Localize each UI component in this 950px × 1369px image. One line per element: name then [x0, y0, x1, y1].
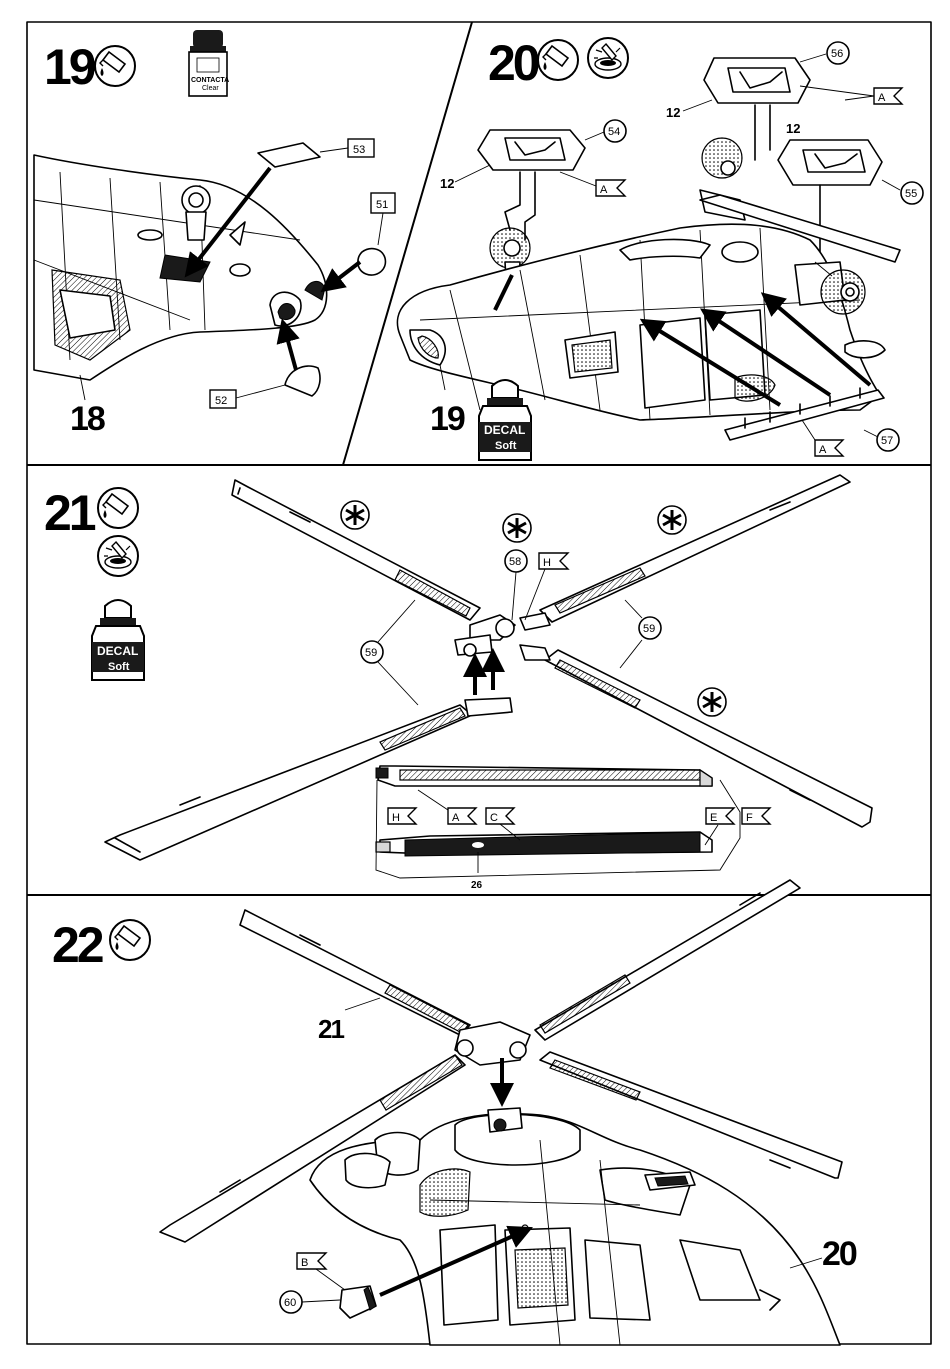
svg-text:C: C [490, 812, 498, 824]
assembly-label-18: 18 [70, 400, 105, 438]
bracket-54 [478, 130, 585, 170]
step-19-panel: 19 CONTACTA Clear [34, 30, 395, 438]
glue-icon [95, 46, 135, 86]
blade-detail-lower [376, 832, 712, 856]
decal-soft-20-line1: DECAL [484, 423, 525, 437]
decal-flag-H: H [539, 553, 568, 569]
assembly-label-20: 20 [822, 1235, 857, 1273]
decal-flag-B: B [297, 1253, 326, 1269]
fuselage-20 [397, 195, 900, 420]
decal-flag-A-3: A [815, 440, 843, 456]
callout-59a: 59 [365, 647, 377, 659]
decal-soft-20-line2: Soft [495, 440, 517, 452]
blade-ref-26: 26 [471, 880, 483, 891]
decal-flag-A-2: A [874, 88, 902, 104]
part-53 [258, 143, 320, 167]
rotor-hub-58 [455, 613, 550, 716]
callout-56: 56 [831, 48, 843, 60]
callout-51: 51 [376, 199, 388, 211]
rotor-blade-lower-right [545, 650, 872, 827]
svg-text:B: B [301, 1257, 308, 1269]
decal-soft-21-line1: DECAL [97, 644, 138, 658]
callout-57: 57 [881, 435, 893, 447]
divider-diagonal [343, 22, 472, 465]
paint-icon-21 [98, 536, 138, 576]
assembly-label-19: 19 [430, 400, 465, 438]
svg-text:H: H [543, 557, 551, 569]
decal-soft-21-line2: Soft [108, 661, 130, 673]
svg-text:F: F [746, 812, 753, 824]
svg-text:A: A [600, 184, 608, 196]
glue-icon-22 [110, 920, 150, 960]
callout-58: 58 [509, 556, 521, 568]
blade-flags-upper: H A E [388, 808, 734, 824]
bracket-55 [778, 140, 882, 185]
svg-text:A: A [452, 812, 460, 824]
callout-60: 60 [284, 1297, 296, 1309]
step-21-panel: 21 DECAL Soft [44, 475, 872, 891]
step-20-number: 20 [488, 35, 539, 91]
callout-53: 53 [353, 144, 365, 156]
step-22-panel: 22 21 [52, 880, 857, 1345]
callout-55: 55 [905, 188, 917, 200]
step-20-panel: 20 54 12 A [397, 35, 923, 460]
part-51 [358, 249, 386, 275]
glue-icon-21 [98, 488, 138, 528]
ref-12-c: 12 [786, 121, 800, 136]
ref-12-a: 12 [440, 176, 454, 191]
assembly-label-21: 21 [318, 1014, 344, 1044]
svg-text:A: A [819, 444, 827, 456]
glue-icon-20 [538, 40, 578, 80]
callout-59b: 59 [643, 623, 655, 635]
svg-text:E: E [710, 812, 717, 824]
svg-text:A: A [878, 92, 886, 104]
callout-54: 54 [608, 126, 620, 138]
glue-brand-label: CONTACTA [191, 77, 229, 84]
blade-detail-upper [376, 766, 712, 786]
step-22-number: 22 [52, 917, 103, 973]
part-52 [285, 366, 320, 396]
step-21-number: 21 [44, 485, 96, 541]
callout-52: 52 [215, 395, 227, 407]
step-19-number: 19 [44, 39, 95, 95]
svg-text:H: H [392, 812, 400, 824]
fuselage-nose-19 [34, 155, 327, 380]
glue-sub-label: Clear [202, 85, 219, 92]
bracket-56 [704, 58, 810, 103]
ref-12-b: 12 [666, 105, 680, 120]
rotor-blade-upper-right [540, 475, 850, 622]
decal-flag-A-1: A [596, 180, 625, 196]
paint-icon-20 [588, 38, 628, 78]
